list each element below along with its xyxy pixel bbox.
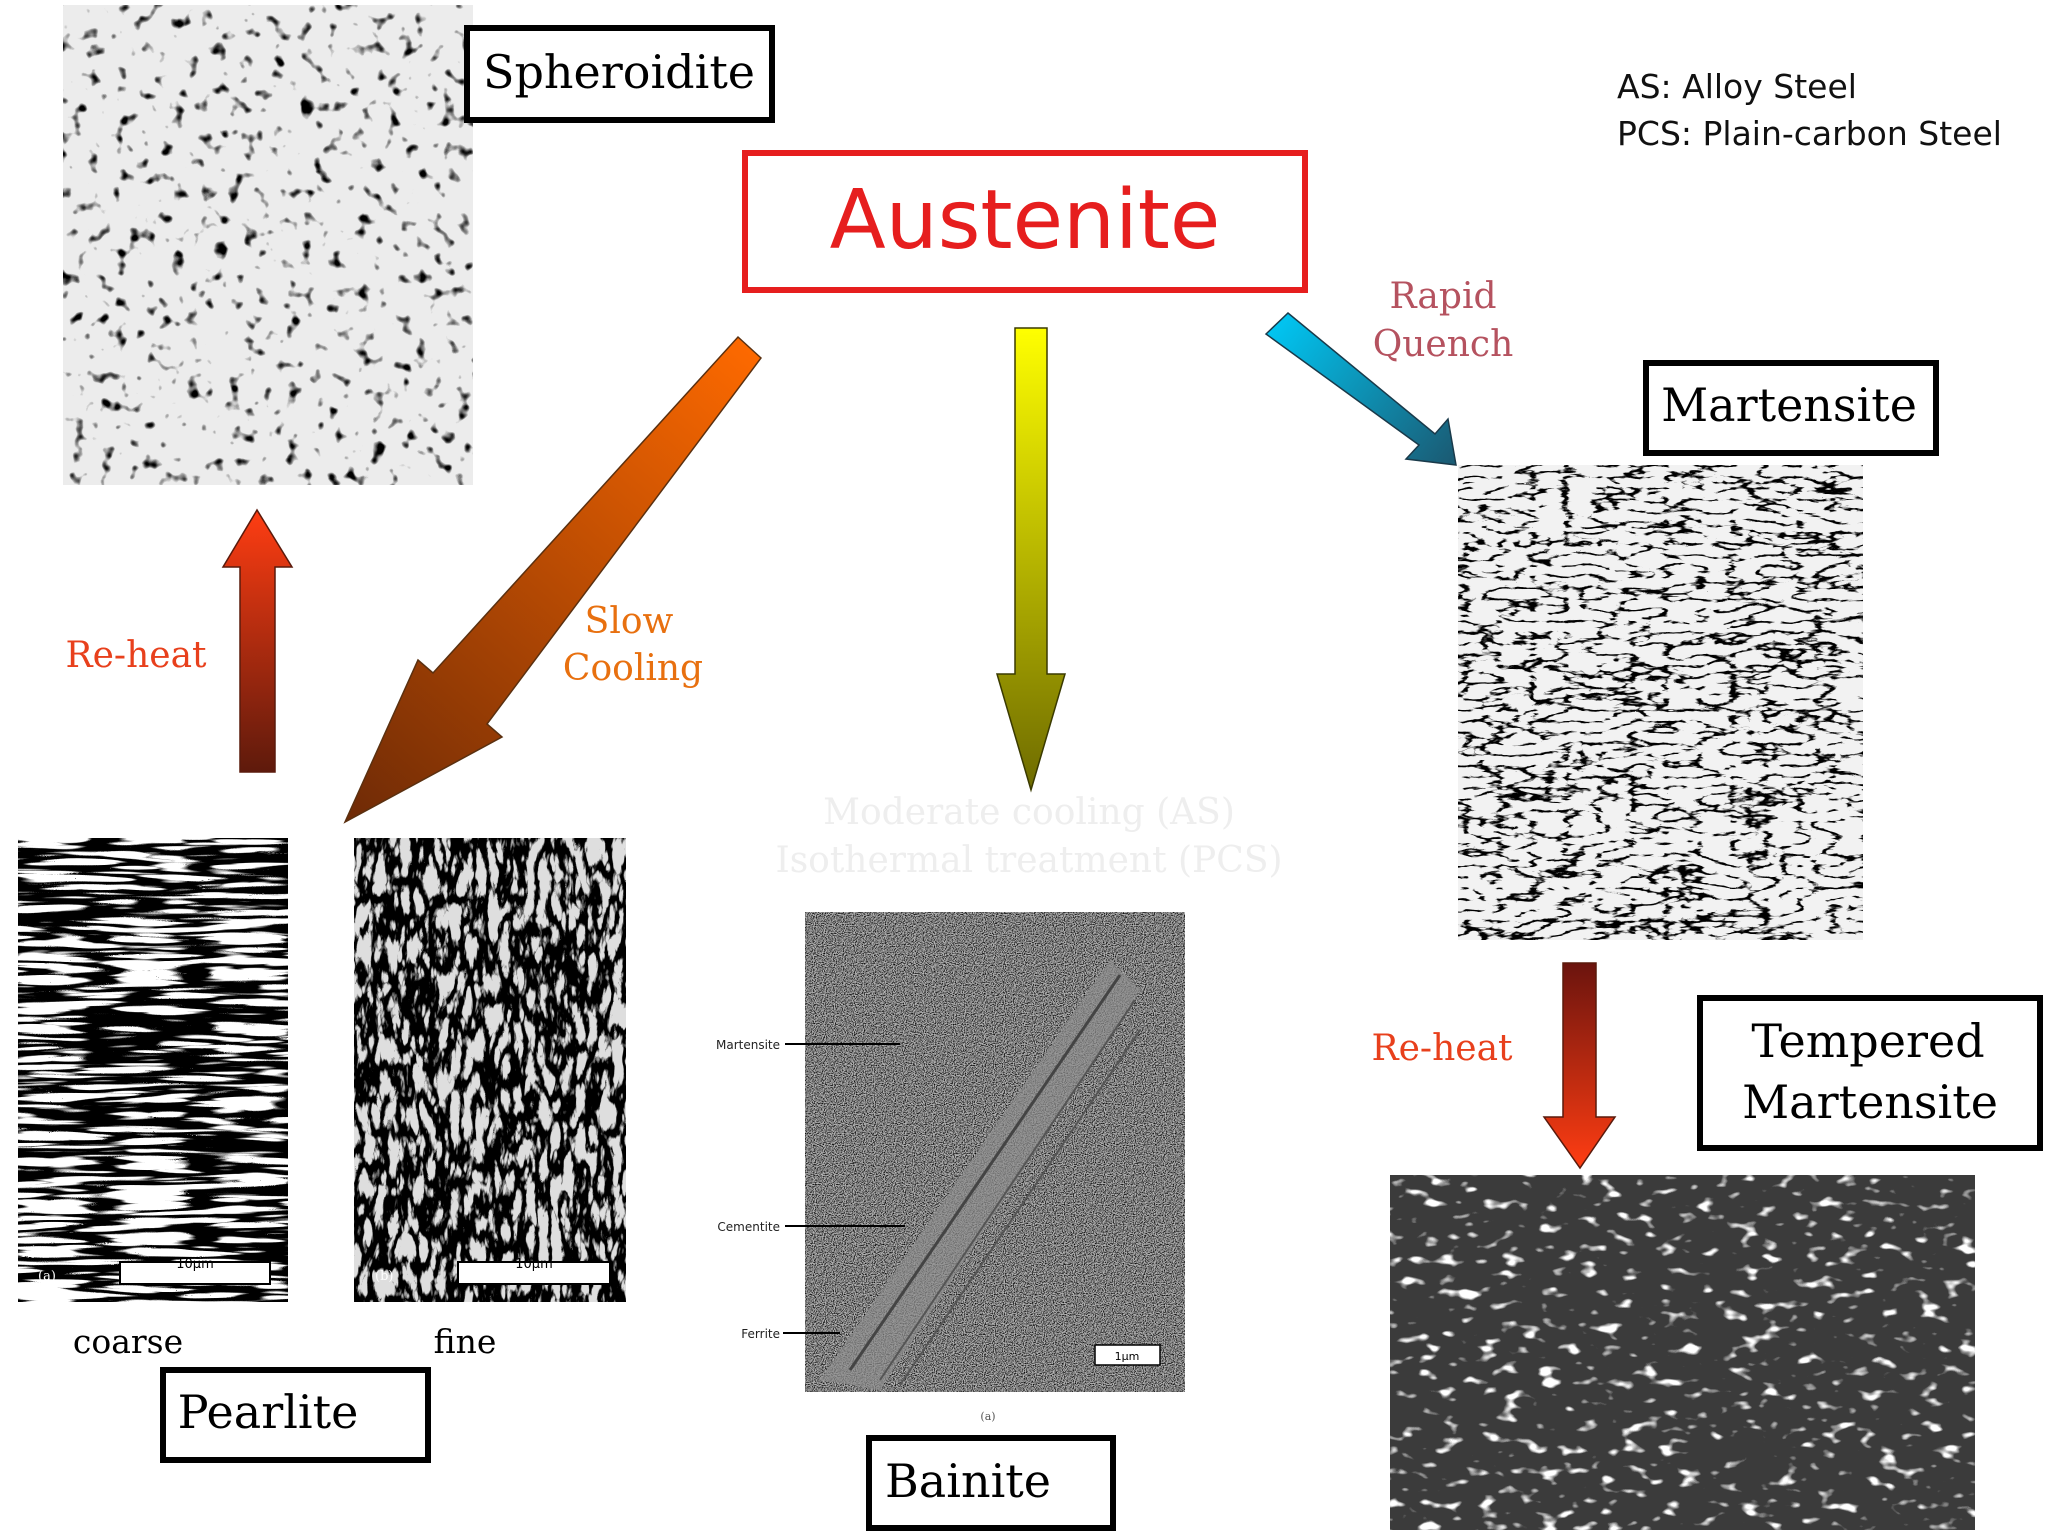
tempered-martensite-box: Tempered Martensite bbox=[1697, 995, 2043, 1151]
moderate-cooling-label-line1: Moderate cooling (AS) bbox=[823, 792, 1235, 833]
reheat-left-label: Re-heat bbox=[66, 635, 208, 676]
pearlite-label: Pearlite bbox=[178, 1385, 359, 1439]
spheroidite-micrograph bbox=[63, 5, 473, 485]
bainite-label: Bainite bbox=[885, 1454, 1051, 1508]
reheat-right-arrow bbox=[1542, 962, 1617, 1170]
moderate-cooling-arrow bbox=[995, 327, 1067, 793]
scale-bar bbox=[457, 1261, 611, 1285]
spheroidite-label: Spheroidite bbox=[483, 45, 755, 99]
pearlite-coarse-micrograph: 10µm (a) bbox=[18, 838, 288, 1302]
spheroidite-box: Spheroidite bbox=[464, 25, 775, 123]
reheat-left-arrow bbox=[221, 508, 294, 773]
scale-bar bbox=[119, 1261, 271, 1285]
fine-label: fine bbox=[434, 1322, 497, 1361]
scale-bar-label: 1µm bbox=[1115, 1350, 1140, 1363]
bainite-martensite-label: Martensite bbox=[716, 1038, 780, 1052]
legend-alloy-steel: AS: Alloy Steel bbox=[1617, 67, 1857, 106]
reheat-right-label: Re-heat bbox=[1372, 1028, 1514, 1069]
slow-cooling-arrow bbox=[343, 335, 763, 824]
bainite-micrograph: Martensite Cementite Ferrite 1µm (a) bbox=[716, 912, 1185, 1423]
austenite-title: Austenite bbox=[830, 173, 1221, 268]
tempered-label-line1: Tempered bbox=[1751, 1014, 1984, 1068]
pearlite-fine-micrograph: 10µm (b) bbox=[354, 838, 626, 1302]
slow-cooling-label-line2: Cooling bbox=[563, 648, 703, 689]
coarse-label: coarse bbox=[73, 1322, 183, 1361]
panel-label: (b) bbox=[375, 1269, 393, 1284]
scale-bar-label: 10µm bbox=[515, 1257, 552, 1272]
rapid-quench-label-line2: Quench bbox=[1373, 324, 1514, 365]
bainite-cementite-label: Cementite bbox=[717, 1220, 780, 1234]
scale-bar bbox=[1094, 1344, 1161, 1366]
rapid-quench-arrow bbox=[1264, 311, 1457, 466]
panel-label: (a) bbox=[38, 1269, 56, 1284]
tempered-label-line2: Martensite bbox=[1742, 1075, 1998, 1129]
austenite-box: Austenite bbox=[742, 150, 1308, 293]
moderate-cooling-label-line2: Isothermal treatment (PCS) bbox=[775, 840, 1282, 881]
martensite-micrograph bbox=[1458, 465, 1863, 940]
scale-bar-label: 10µm bbox=[176, 1257, 213, 1272]
panel-label: (a) bbox=[980, 1410, 995, 1423]
slow-cooling-label-line1: Slow bbox=[585, 601, 674, 642]
pearlite-box: Pearlite bbox=[160, 1367, 431, 1463]
bainite-ferrite-label: Ferrite bbox=[741, 1327, 780, 1341]
martensite-label: Martensite bbox=[1661, 378, 1917, 432]
bainite-box: Bainite bbox=[866, 1435, 1116, 1531]
martensite-box: Martensite bbox=[1643, 360, 1939, 456]
rapid-quench-label-line1: Rapid bbox=[1390, 276, 1497, 317]
legend-plain-carbon-steel: PCS: Plain-carbon Steel bbox=[1617, 114, 2002, 153]
tempered-martensite-micrograph bbox=[1390, 1175, 1975, 1530]
